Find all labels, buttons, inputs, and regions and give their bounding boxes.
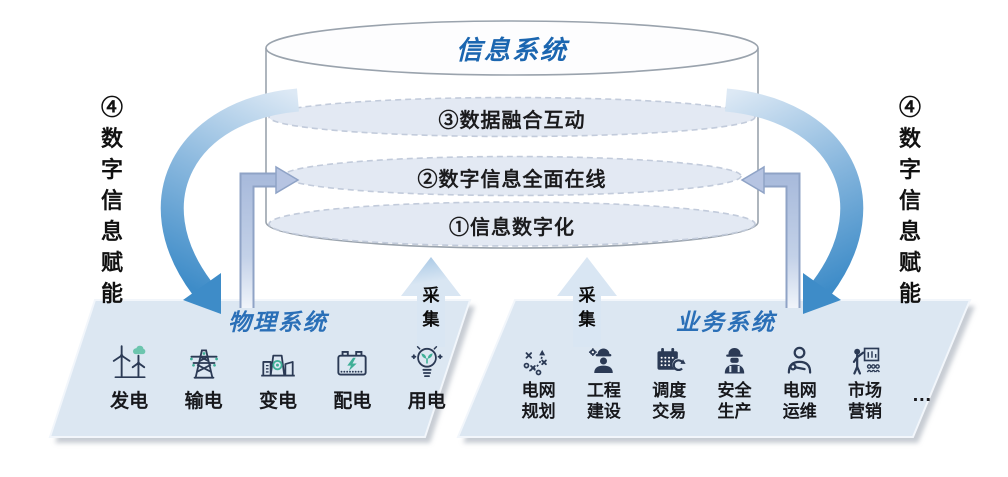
item-label: 市场营销 [848, 381, 883, 421]
item-label: 电网规划 [521, 381, 556, 421]
physical-item-generation: 发电 [108, 342, 150, 413]
item-label: 变电 [258, 391, 297, 412]
business-system-title: 业务系统 [676, 309, 776, 335]
battery-icon [337, 351, 367, 376]
physical-system-title: 物理系统 [228, 309, 328, 335]
item-label: 用电 [407, 391, 446, 412]
physical-item-transmission: 输电 [183, 342, 225, 413]
layer1-ellipse [268, 201, 756, 247]
business-panel-content: 业务系统 电网规划 [506, 303, 946, 422]
physical-item-distribution: 配电 [331, 342, 373, 413]
collect-label-right: 采集 [578, 286, 596, 329]
business-item-safety: 安全生产 [716, 342, 753, 422]
business-item-marketing: 市场营销 [847, 342, 884, 422]
layer1-label: ①信息数字化 [449, 217, 575, 239]
physical-item-consumption: 用电 [406, 342, 448, 413]
item-label: 调度交易 [652, 381, 687, 421]
info-system-title: 信息系统 [455, 35, 568, 65]
item-label: 发电 [110, 391, 149, 412]
collect-arrow-left [401, 257, 461, 347]
transmission-tower-icon [189, 349, 218, 379]
layer2-label: ②数字信息全面在线 [417, 169, 607, 191]
pipe-arrow-left [239, 165, 300, 308]
planning-icon [523, 349, 547, 376]
item-label: 输电 [184, 391, 223, 412]
empower-label-right: ④数字信息赋能 [898, 95, 921, 306]
layer3-ellipse [268, 96, 756, 138]
more-items-ellipsis: … [911, 383, 932, 406]
empower-label-left: ④数字信息赋能 [100, 95, 123, 306]
item-label: 配电 [333, 391, 372, 412]
empower-arrow-left [160, 88, 300, 314]
physical-item-substation: 变电 [257, 342, 299, 413]
item-label: 工程建设 [586, 381, 621, 421]
engineer-icon [589, 348, 614, 373]
physical-panel-content: 物理系统 发电 [92, 303, 464, 413]
wind-turbine-icon [113, 345, 146, 378]
business-item-maintenance: 电网运维 [781, 342, 818, 422]
business-item-planning: 电网规划 [520, 342, 557, 422]
business-item-construction: 工程建设 [585, 342, 622, 422]
power-plant-icon [261, 354, 295, 377]
safety-worker-icon [724, 348, 745, 374]
item-label: 电网运维 [782, 381, 817, 421]
physical-panel [48, 299, 472, 438]
layer3-label: ③数据融合互动 [438, 110, 586, 132]
item-label: 安全生产 [717, 381, 752, 421]
empower-arrow-right [724, 88, 864, 314]
light-bulb-icon [411, 345, 443, 378]
maintenance-icon [788, 346, 812, 374]
collect-arrow-right [557, 257, 617, 347]
pipe-arrow-right [740, 165, 801, 308]
calendar-sync-icon [657, 348, 686, 371]
collect-label-left: 采集 [422, 286, 440, 329]
marketing-presentation-icon [852, 347, 880, 375]
cylinder-top [265, 20, 759, 76]
business-item-dispatch-trading: 调度交易 [651, 342, 688, 422]
